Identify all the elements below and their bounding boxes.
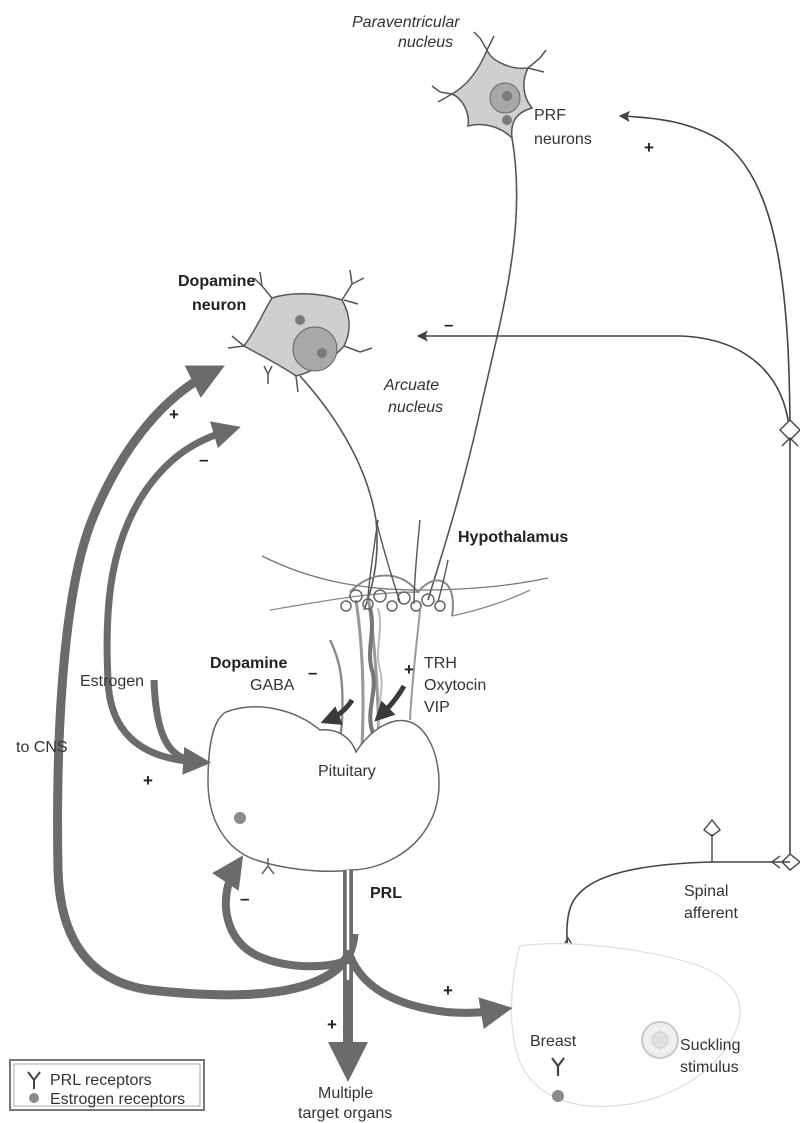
- label-pituitary: Pituitary: [318, 763, 376, 780]
- sign-cns-plus: +: [169, 405, 179, 424]
- label-gaba: GABA: [250, 677, 295, 694]
- label-dopamine: Dopamine: [210, 655, 287, 672]
- sign-trh-plus: +: [404, 660, 414, 679]
- legend-estrogen-receptor-icon: [29, 1093, 39, 1103]
- dopamine-neuron: [228, 270, 377, 610]
- label-estrogen: Estrogen: [80, 673, 144, 690]
- sign-estrogen-minus: –: [199, 450, 208, 469]
- sign-feedback-minus: –: [240, 889, 249, 908]
- dopamine-axon: [300, 376, 377, 610]
- legend-estrogen-receptors: Estrogen receptors: [50, 1091, 185, 1108]
- label-paraventricular: Paraventricular: [352, 14, 460, 31]
- estrogen-pituitary-arrow: [154, 680, 200, 762]
- label-paraventricular-nucleus: nucleus: [398, 34, 453, 51]
- breast-arrow: [348, 950, 500, 1013]
- dopamine-neuron-body: [244, 294, 349, 376]
- label-breast: Breast: [530, 1033, 577, 1050]
- sign-estrogen-plus: +: [143, 771, 153, 790]
- estrogen-dopamine-arrow: [107, 430, 230, 762]
- sign-dopamine-minus: –: [444, 315, 453, 334]
- label-prf-neurons: neurons: [534, 131, 592, 148]
- label-multiple: Multiple: [318, 1085, 373, 1102]
- sign-prf-plus: +: [644, 138, 654, 157]
- label-spinal-afferent: afferent: [684, 905, 739, 922]
- label-suckling: Suckling: [680, 1037, 740, 1054]
- label-suckling-stimulus: stimulus: [680, 1059, 739, 1076]
- label-target-organs: target organs: [298, 1105, 392, 1122]
- sign-dopamine-gaba-minus: –: [308, 663, 317, 682]
- pituitary-feedback-arrow: [226, 866, 348, 966]
- legend-prl-receptors: PRL receptors: [50, 1072, 152, 1089]
- label-arcuate: Arcuate: [383, 377, 439, 394]
- dopamine-release-arrow: [328, 700, 352, 720]
- label-spinal: Spinal: [684, 883, 728, 900]
- trh-release-arrow: [380, 686, 404, 716]
- label-dopamine-neuron: Dopamine: [178, 273, 255, 290]
- sign-breast-plus: +: [443, 981, 453, 1000]
- dopamine-receptor-icon: [264, 366, 272, 384]
- label-vip: VIP: [424, 699, 450, 716]
- label-oxytocin: Oxytocin: [424, 677, 486, 694]
- label-prl: PRL: [370, 885, 402, 902]
- pituitary-estrogen-receptor-icon: [234, 812, 246, 824]
- label-hypothalamus: Hypothalamus: [458, 529, 568, 546]
- breast: [511, 944, 740, 1107]
- sign-target-plus: +: [327, 1015, 337, 1034]
- breast-estrogen-receptor-icon: [552, 1090, 564, 1102]
- label-to-cns: to CNS: [16, 739, 68, 756]
- legend: PRL receptors Estrogen receptors: [10, 1060, 204, 1110]
- label-dopamine-neuron-2: neuron: [192, 297, 246, 314]
- label-trh: TRH: [424, 655, 457, 672]
- label-arcuate-nucleus: nucleus: [388, 399, 443, 416]
- pituitary-gland: [208, 707, 439, 871]
- label-prf: PRF: [534, 107, 566, 124]
